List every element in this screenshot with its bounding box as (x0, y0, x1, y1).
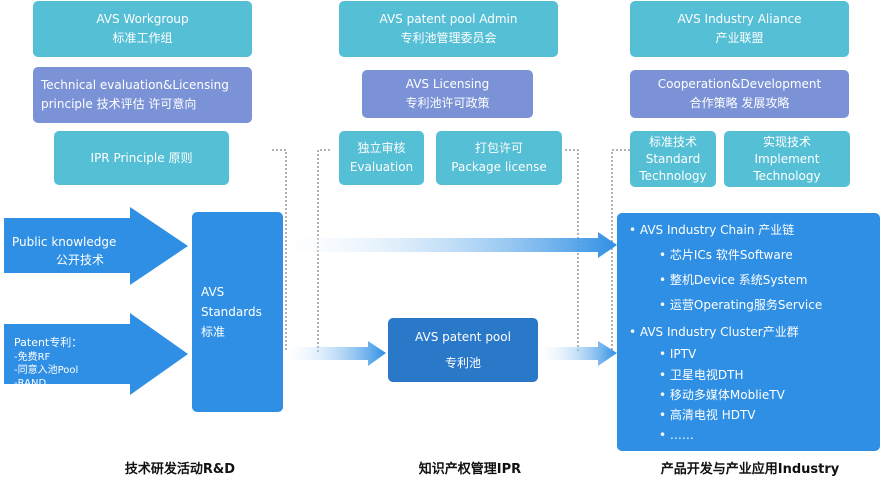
dotted-connector-package (565, 149, 579, 352)
pool-to-industry-arrow (540, 341, 617, 366)
pool-admin-title: AVS patent pool Admin (379, 12, 518, 26)
public-knowledge-arrow (4, 207, 188, 285)
patent-item: -RAND (14, 378, 47, 389)
industry-cluster-title: • AVS Industry Cluster产业群 (629, 325, 799, 339)
evaluation-line2: Evaluation (349, 160, 414, 174)
evaluation-box: 独立审核 Evaluation (339, 131, 424, 185)
implement-tech-line1: 实现技术 (762, 134, 811, 149)
aliance-subtitle: 产业联盟 (715, 31, 764, 45)
implement-tech-line3: Technology (753, 168, 821, 183)
industry-chain-item: • 运营Operating服务Service (659, 298, 823, 312)
avs-workgroup-box: AVS Workgroup 标准工作组 (33, 1, 252, 57)
patent-arrow (4, 313, 188, 395)
industry-chain-title: • AVS Industry Chain 产业链 (629, 223, 795, 237)
pool-line1: AVS patent pool (415, 330, 511, 344)
licensing-subtitle: 专利池许可政策 (405, 96, 490, 110)
industry-cluster-item: • 卫星电视DTH (659, 368, 744, 382)
industry-box: • AVS Industry Chain 产业链 • 芯片ICs 软件Softw… (617, 213, 880, 451)
dotted-connector-right (611, 149, 630, 352)
industry-chain-item: • 整机Device 系统System (659, 273, 808, 287)
tech-eval-line2: principle 技术评估 许可意向 (41, 97, 197, 111)
coop-dev-subtitle: 合作策略 发展攻略 (689, 96, 790, 110)
patent-label: Patent专利： -免费RF -同意入池Pool -RAND (14, 335, 82, 390)
implement-tech-line2: Implement (754, 151, 820, 166)
package-line1: 打包许可 (474, 141, 523, 155)
dotted-connector-eval (317, 149, 330, 352)
workgroup-title: AVS Workgroup (96, 12, 189, 26)
industry-cluster-item: • 移动多媒体MoblieTV (659, 388, 785, 402)
industry-cluster-item: • …… (659, 428, 694, 442)
workgroup-subtitle: 标准工作组 (112, 31, 173, 45)
industry-cluster-item: • IPTV (659, 347, 697, 361)
patent-title: Patent专利： (14, 336, 83, 349)
standards-to-pool-arrow (287, 341, 386, 366)
coop-dev-title: Cooperation&Development (657, 77, 822, 91)
avs-industry-aliance-box: AVS Industry Aliance 产业联盟 (630, 1, 849, 57)
public-line1: Public knowledge (12, 235, 117, 249)
footer-rd: 技术研发活动R&D (124, 462, 236, 477)
standard-tech-line2: Standard (645, 151, 701, 166)
pool-admin-subtitle: 专利池管理委员会 (400, 31, 497, 45)
public-line2: 公开技术 (56, 253, 105, 267)
aliance-title: AVS Industry Aliance (677, 12, 802, 26)
standard-tech-line1: 标准技术 (648, 134, 697, 149)
standard-technology-box: 标准技术 Standard Technology (630, 131, 716, 187)
evaluation-line1: 独立审核 (357, 141, 406, 155)
ipr-principle-box: IPR Principle 原则 (54, 131, 229, 185)
standards-to-industry-arrow (287, 232, 617, 258)
standards-line2: Standards (201, 305, 262, 319)
ipr-principle-label: IPR Principle 原则 (90, 150, 193, 165)
avs-patent-pool-box: AVS patent pool 专利池 (388, 318, 538, 382)
licensing-title: AVS Licensing (405, 77, 490, 91)
cooperation-development-box: Cooperation&Development 合作策略 发展攻略 (630, 70, 849, 118)
avs-licensing-box: AVS Licensing 专利池许可政策 (362, 70, 533, 118)
patent-item: -同意入池Pool (14, 365, 79, 376)
pool-line2: 专利池 (444, 356, 481, 370)
package-license-box: 打包许可 Package license (436, 131, 562, 185)
technical-evaluation-box: Technical evaluation&Licensing principle… (33, 67, 252, 123)
avs-standards-box: AVS Standards 标准 (192, 212, 283, 412)
standard-tech-line3: Technology (639, 168, 707, 183)
industry-chain-item: • 芯片ICs 软件Software (659, 248, 793, 262)
package-line2: Package license (451, 160, 547, 174)
public-knowledge-label: Public knowledge 公开技术 (12, 233, 116, 269)
tech-eval-line1: Technical evaluation&Licensing (41, 78, 229, 92)
dotted-connector-left (272, 149, 287, 352)
industry-cluster-item: • 高清电视 HDTV (659, 408, 756, 422)
footer-ipr: 知识产权管理IPR (418, 462, 522, 477)
implement-technology-box: 实现技术 Implement Technology (724, 131, 850, 187)
avs-patent-pool-admin-box: AVS patent pool Admin 专利池管理委员会 (339, 1, 558, 57)
standards-line3: 标准 (201, 325, 226, 339)
standards-line1: AVS (201, 285, 225, 299)
footer-industry: 产品开发与产业应用Industry (660, 462, 840, 477)
patent-item: -免费RF (14, 352, 51, 363)
